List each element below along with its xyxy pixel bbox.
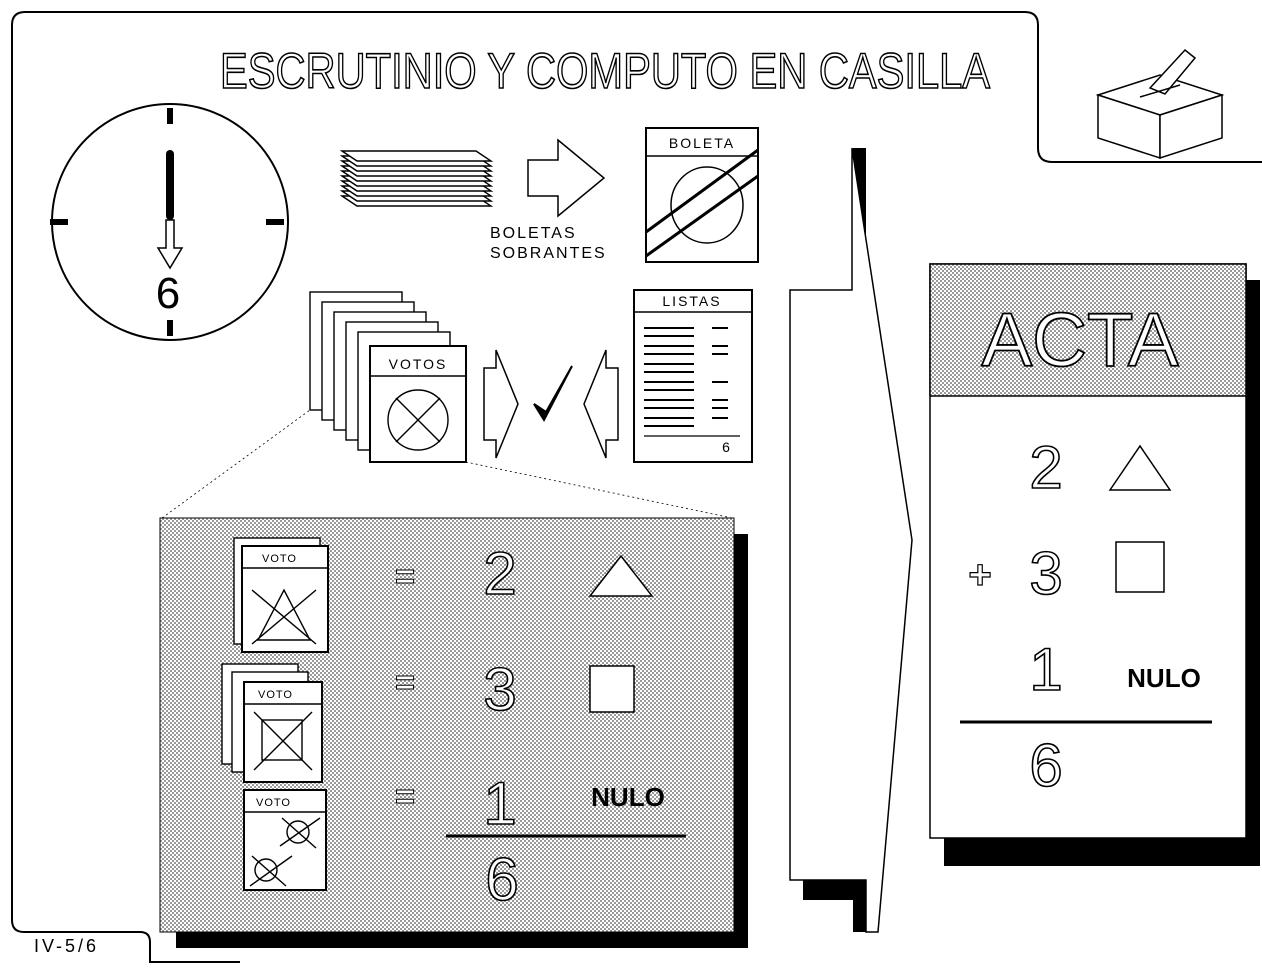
cancelled-ballot-header: BOLETA	[669, 135, 735, 151]
triangle-symbol-icon	[588, 554, 654, 597]
page-frame	[11, 11, 1262, 963]
big-arrow-icon	[789, 147, 913, 933]
count-total: 6	[485, 846, 518, 913]
arrow-right-icon	[527, 138, 606, 218]
votes-stack-header: VOTOS	[389, 356, 448, 372]
count-row-2-number: 3	[483, 656, 516, 723]
votes-stack-icon	[309, 291, 467, 463]
vote-card-row-1-label: VOTO	[262, 553, 297, 565]
acta-triangle-symbol-icon	[1108, 444, 1172, 491]
leftover-label-line1: BOLETAS	[490, 225, 577, 242]
arrow-right-small-icon	[483, 349, 519, 459]
leftover-label-line2: SOBRANTES	[490, 245, 607, 262]
vote-card-row-3-icon	[243, 789, 327, 891]
cancelled-ballot-icon	[645, 127, 759, 263]
vote-card-row-3-label: VOTO	[256, 797, 291, 809]
acta-header-band	[929, 263, 1247, 397]
clock-hour-label: 6	[156, 269, 180, 318]
page-code: IV-5/6	[34, 936, 99, 956]
vote-card-row-2-icon	[221, 663, 323, 783]
acta-row-1-number: 2	[1029, 434, 1062, 501]
equals-sign-row-2: =	[395, 664, 415, 702]
acta-square-symbol-icon	[1115, 541, 1165, 593]
leftover-ballots-stack-icon	[339, 150, 494, 207]
check-mark-icon	[533, 365, 573, 423]
ballot-box-icon	[1095, 48, 1225, 160]
equals-sign-row-1: =	[395, 558, 415, 596]
vote-card-row-1-icon	[233, 537, 329, 653]
count-row-1-number: 2	[483, 540, 516, 607]
acta-header: ACTA	[981, 298, 1178, 383]
acta-total: 6	[1029, 732, 1062, 799]
zoom-line-right	[465, 461, 733, 519]
page-title: ESCRUTINIO Y COMPUTO EN CASILLA	[220, 43, 991, 99]
zoom-line-left	[161, 409, 311, 519]
acta-row-2-number: 3	[1029, 540, 1062, 607]
voter-list-icon	[633, 289, 753, 463]
square-symbol-icon	[589, 665, 635, 713]
acta-plus-sign: +	[968, 553, 991, 597]
equals-sign-row-3: =	[395, 778, 415, 816]
clock-icon	[50, 103, 289, 341]
count-row-3-label: NULO	[591, 782, 665, 812]
voter-list-total: 6	[722, 439, 730, 455]
count-row-3-number: 1	[483, 770, 516, 837]
vote-card-row-2-label: VOTO	[258, 689, 293, 701]
acta-row-3-number: 1	[1029, 636, 1062, 703]
acta-row-3-label: NULO	[1127, 663, 1201, 693]
voter-list-header: LISTAS	[662, 293, 721, 309]
arrow-left-small-icon	[583, 349, 619, 459]
